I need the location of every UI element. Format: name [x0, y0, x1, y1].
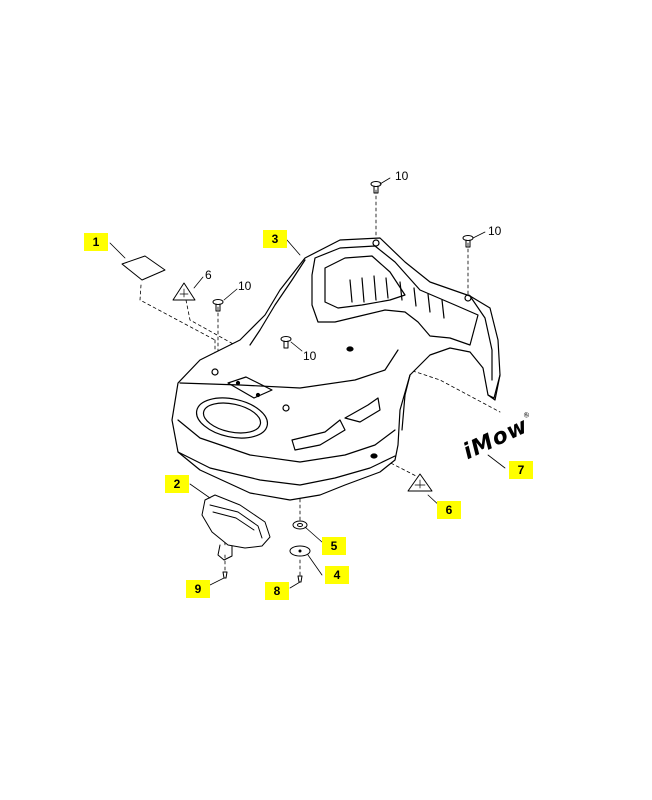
callout-9: 9 — [186, 580, 210, 598]
screw-10-top — [370, 181, 382, 194]
screw-10-left — [212, 299, 224, 312]
decal-sheet — [121, 255, 166, 281]
front-lens-part — [201, 494, 271, 561]
warning-label-upper — [172, 282, 196, 301]
callout-3: 3 — [263, 230, 287, 248]
callout-5: 5 — [322, 537, 346, 555]
washer-5 — [292, 520, 308, 530]
leader-lines — [109, 177, 506, 589]
label-10-top: 10 — [395, 169, 409, 183]
hood-housing — [171, 237, 501, 501]
label-10-right: 10 — [488, 224, 502, 238]
label-10-left: 10 — [238, 279, 252, 293]
screw-9 — [222, 571, 228, 579]
callout-7: 7 — [509, 461, 533, 479]
callout-6: 6 — [437, 501, 461, 519]
screw-10-center — [280, 336, 292, 349]
callout-1: 1 — [84, 233, 108, 251]
callout-8: 8 — [265, 582, 289, 600]
screw-8 — [297, 575, 303, 583]
label-6-upper: 6 — [205, 268, 212, 282]
disc-4 — [289, 545, 311, 557]
callout-4: 4 — [325, 566, 349, 584]
label-10-center: 10 — [303, 349, 317, 363]
callout-2: 2 — [165, 475, 189, 493]
warning-label-lower — [407, 473, 433, 492]
